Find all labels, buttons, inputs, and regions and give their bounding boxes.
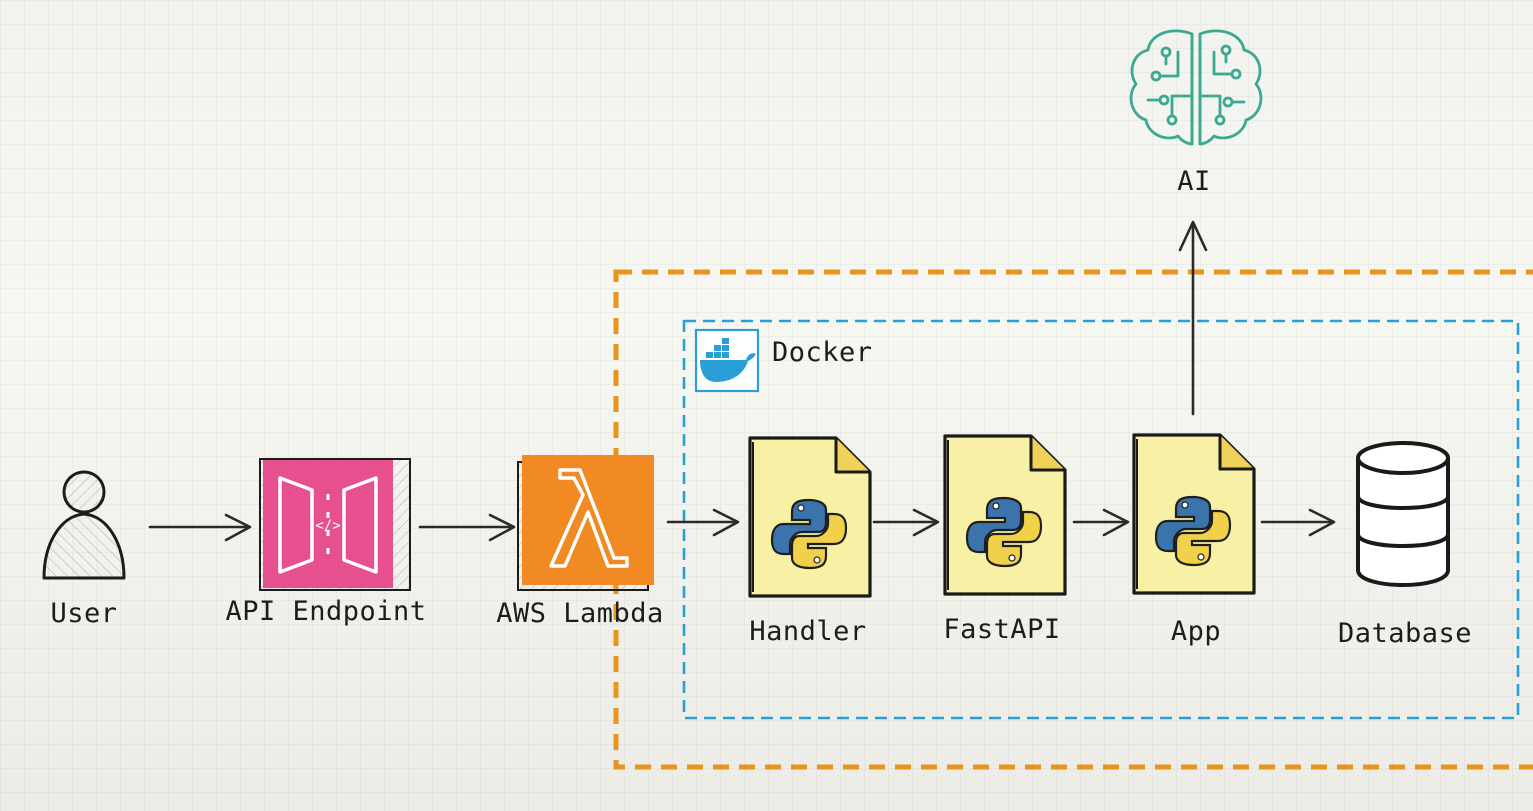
handler-file-icon	[750, 438, 870, 596]
app-file-icon	[1134, 435, 1254, 593]
edge-app-database	[1260, 508, 1336, 537]
user-icon	[42, 470, 126, 580]
docker-group-boundary	[682, 319, 1520, 720]
svg-text:</>: </>	[315, 518, 340, 534]
user-label: User	[50, 598, 117, 629]
docker-icon	[694, 328, 760, 393]
fastapi-file-icon	[945, 436, 1065, 594]
app-label: App	[1171, 616, 1221, 647]
database-icon	[1356, 441, 1450, 587]
aws-lambda-label: AWS Lambda	[496, 598, 664, 629]
api-gateway-icon: </>	[259, 458, 411, 591]
docker-group-label: Docker	[772, 337, 873, 368]
edge-app-ai	[1178, 220, 1208, 416]
ai-label: AI	[1177, 166, 1211, 197]
database-label: Database	[1338, 618, 1472, 649]
api-endpoint-label: API Endpoint	[225, 596, 426, 627]
edge-api-lambda	[418, 513, 516, 542]
handler-label: Handler	[749, 616, 866, 647]
aws-lambda-icon	[517, 455, 654, 591]
edge-lambda-handler	[666, 508, 740, 537]
edge-handler-fastapi	[872, 508, 940, 537]
lambda-container-boundary	[613, 269, 1533, 770]
edge-fastapi-app	[1072, 508, 1130, 537]
fastapi-label: FastAPI	[943, 614, 1060, 645]
edge-user-api	[148, 513, 252, 542]
ai-brain-icon	[1129, 29, 1263, 146]
